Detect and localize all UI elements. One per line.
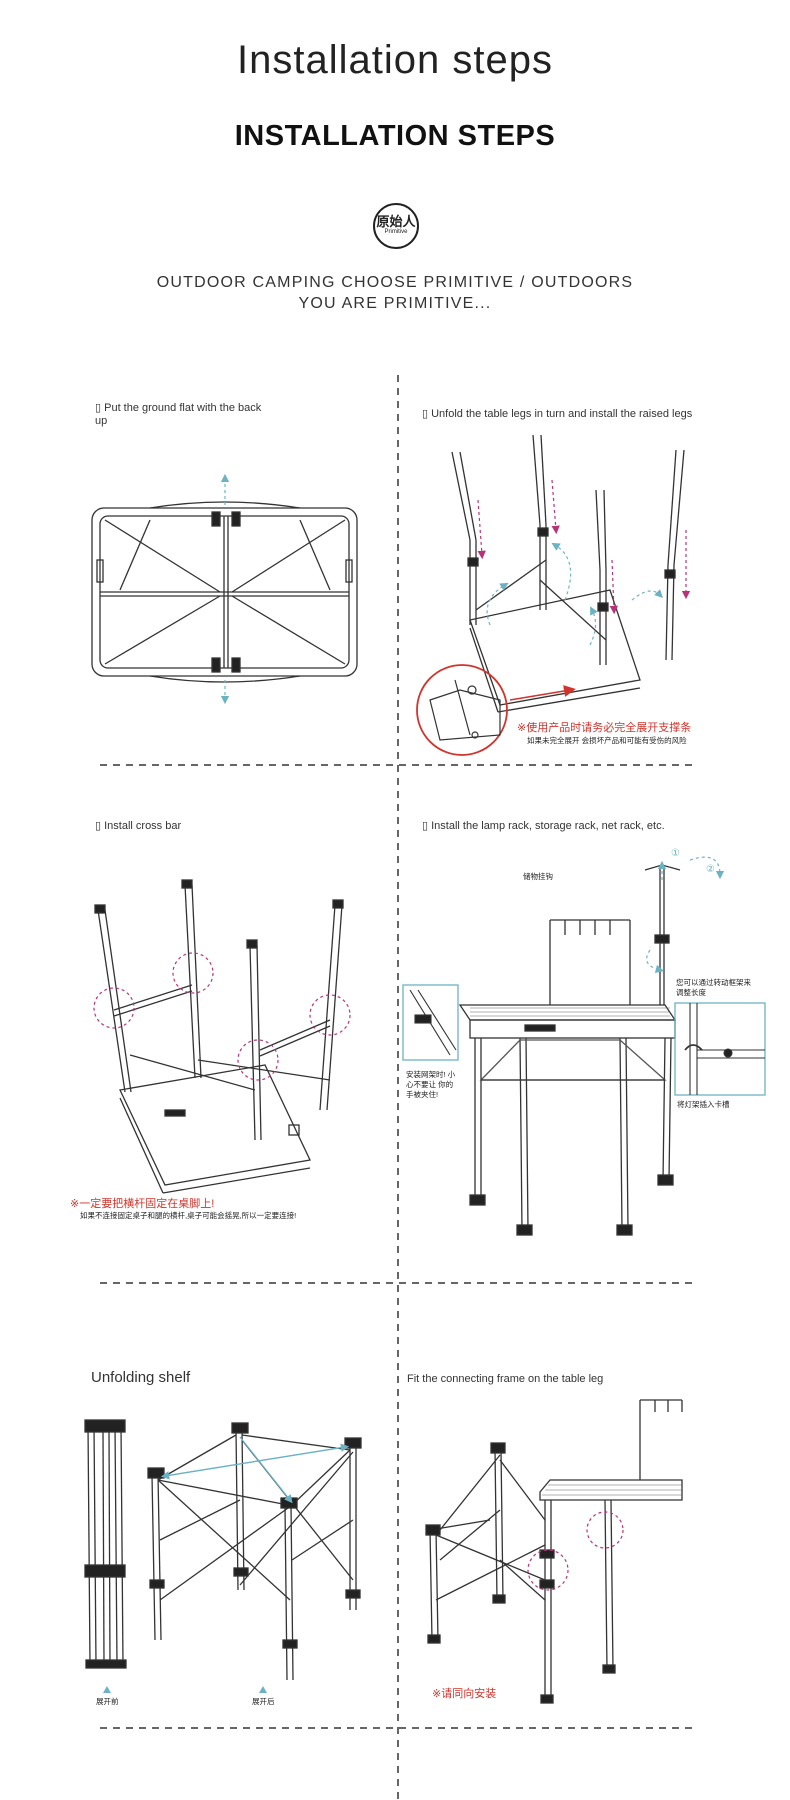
step4-table-accessories bbox=[458, 864, 681, 1236]
slogan: OUTDOOR CAMPING CHOOSE PRIMITIVE / OUTDO… bbox=[156, 274, 634, 312]
step4-caution-note: 安装网架时! 小心不要让 你的手被夹住! bbox=[406, 1070, 456, 1099]
step4-marker-1: ① bbox=[671, 848, 680, 859]
step1-label: ▯ Put the ground flat with the back up bbox=[95, 402, 262, 427]
page-title: Installation steps bbox=[237, 38, 553, 82]
step5-after-label: 展开后 bbox=[252, 1697, 275, 1706]
step2-arrows-magenta bbox=[477, 479, 691, 615]
step3-label: ▯ Install cross bar bbox=[95, 820, 182, 832]
page-subtitle: INSTALLATION STEPS bbox=[234, 120, 556, 152]
step2-label: ▯ Unfold the table legs in turn and inst… bbox=[422, 408, 693, 420]
step4-insert-note: 将灯架插入卡槽 bbox=[677, 1100, 730, 1109]
step3-warning-red: ※一定要把横杆固定在桌脚上! bbox=[70, 1198, 215, 1210]
step5-before-label: 展开前 bbox=[96, 1697, 119, 1706]
step5-label: Unfolding shelf bbox=[91, 1369, 191, 1386]
step4-detail-right-content bbox=[684, 1003, 765, 1095]
brand-logo: 原始人 Primitive bbox=[373, 203, 419, 249]
grid-dividers bbox=[100, 375, 695, 1800]
step2-warning-black: 如果未完全展开 会损坏产品和可能有受伤的风险 bbox=[527, 736, 687, 745]
step1-table-topview bbox=[91, 501, 358, 683]
step2-bullet-icon: ▯ bbox=[422, 408, 432, 420]
step3-table-crossbar bbox=[94, 879, 344, 1194]
step1-bullet-icon: ▯ bbox=[95, 402, 105, 414]
step4-storage-hook-label: 储物挂钩 bbox=[523, 872, 553, 881]
step4-adjust-note: 您可以通过转动框架来调整长度 bbox=[676, 978, 751, 997]
step4-marker-2: ② bbox=[706, 864, 715, 875]
step3-highlight-circles bbox=[93, 952, 351, 1081]
step4-bullet-icon: ▯ bbox=[422, 820, 432, 832]
step4-rotate-arrows bbox=[646, 856, 725, 974]
logo-cn-text: 原始人 bbox=[376, 214, 416, 229]
step4-detail-left-content bbox=[409, 989, 457, 1056]
step4-detail-right bbox=[674, 1002, 766, 1096]
step5-caption-markers bbox=[103, 1686, 267, 1693]
step6-highlight-circles bbox=[527, 1511, 624, 1591]
step4-detail-left bbox=[402, 984, 459, 1061]
step2-arrows-teal bbox=[486, 542, 663, 646]
step6-shelf-and-table bbox=[425, 1399, 683, 1704]
step2-table-legs bbox=[451, 434, 685, 713]
step5-shelf-after bbox=[147, 1422, 362, 1681]
step2-detail-zoom bbox=[416, 664, 576, 756]
step4-label: ▯ Install the lamp rack, storage rack, n… bbox=[422, 820, 665, 832]
step2-warning-red: ※使用产品时请务必完全展开支撑条 bbox=[517, 722, 692, 734]
step3-warning-black: 如果不连接固定桌子和腿的横杆,桌子可能会摇晃,所以一定要连接! bbox=[80, 1211, 297, 1220]
step6-note-red: ※请同向安装 bbox=[432, 1688, 497, 1700]
step3-bullet-icon: ▯ bbox=[95, 820, 105, 832]
step5-shelf-before bbox=[84, 1419, 127, 1669]
step6-label: Fit the connecting frame on the table le… bbox=[407, 1373, 604, 1385]
logo-en-text: Primitive bbox=[384, 229, 408, 235]
step5-arrows bbox=[160, 1436, 350, 1504]
